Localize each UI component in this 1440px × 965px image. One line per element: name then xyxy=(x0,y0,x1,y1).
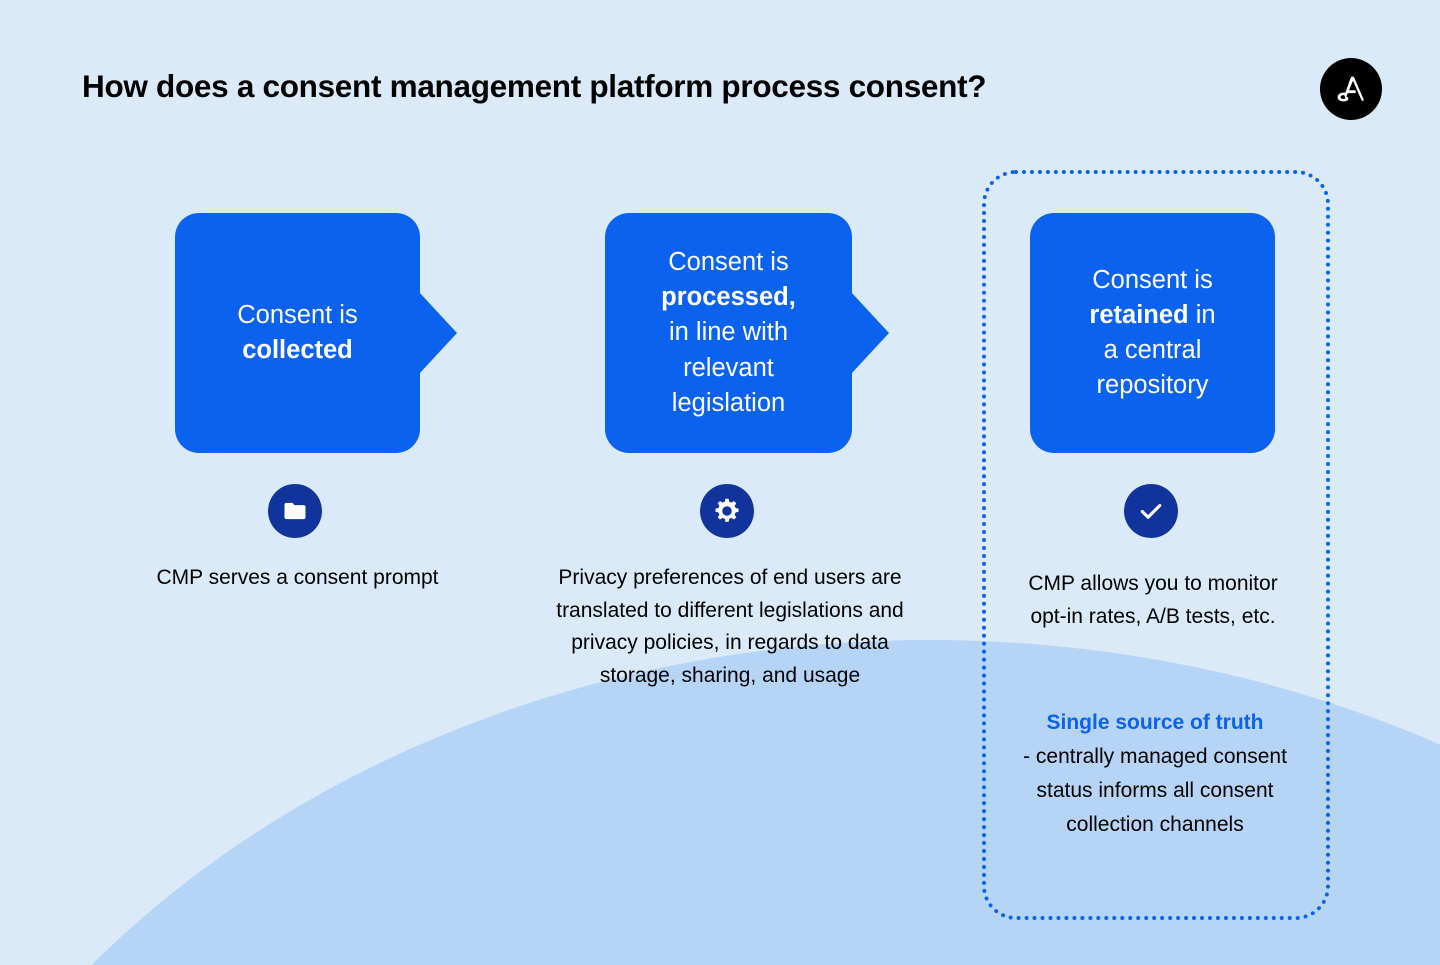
highlight-lead-text: Single source of truth xyxy=(1046,711,1264,734)
brand-logo xyxy=(1320,58,1382,120)
card-line: in line with xyxy=(668,318,789,347)
step-card-processed: Consent is processed, in line with relev… xyxy=(605,213,889,453)
card-line-emphasis: retained xyxy=(1089,300,1189,329)
card-line: Consent is xyxy=(237,300,358,329)
card-line: relevant xyxy=(683,353,774,382)
card-line: legislation xyxy=(671,388,786,417)
card-line: a central xyxy=(1103,336,1202,364)
step-caption-collected: CMP serves a consent prompt xyxy=(156,566,439,589)
card-line-tail: in xyxy=(1195,300,1216,329)
card-line-emphasis: collected xyxy=(242,336,353,364)
step-column-processed: Consent is processed, in line with relev… xyxy=(605,213,889,453)
gear-icon xyxy=(712,496,742,526)
step-icon-badge-processed xyxy=(700,484,754,538)
page-title: How does a consent management platform p… xyxy=(82,68,987,104)
card-line: repository xyxy=(1096,371,1209,400)
logo-a-mark-icon xyxy=(1331,69,1371,109)
step-column-collected: Consent is collected xyxy=(175,213,457,453)
card-line-mixed: retained in xyxy=(1089,298,1215,333)
step-column-retained: Consent is retained in a central reposit… xyxy=(1030,213,1275,453)
highlight-dotted-container xyxy=(982,170,1330,920)
step-card-retained: Consent is retained in a central reposit… xyxy=(1030,213,1275,453)
check-icon xyxy=(1136,496,1166,526)
arrow-connector-icon xyxy=(419,292,457,374)
card-line-emphasis: processed, xyxy=(661,283,796,312)
card-line: Consent is xyxy=(668,248,789,277)
highlight-body-text: - centrally managed consent status infor… xyxy=(1023,745,1287,837)
step-icon-badge-retained xyxy=(1124,484,1178,538)
arrow-connector-icon xyxy=(851,292,889,374)
step-card-collected: Consent is collected xyxy=(175,213,457,453)
folder-icon xyxy=(281,497,309,525)
step-caption-retained: CMP allows you to monitor opt-in rates, … xyxy=(1028,572,1278,628)
step-caption-processed: Privacy preferences of end users are tra… xyxy=(556,566,904,687)
step-icon-badge-collected xyxy=(268,484,322,538)
card-line: Consent is xyxy=(1092,265,1213,294)
single-source-of-truth-note: Single source of truth - centrally manag… xyxy=(1000,706,1310,842)
